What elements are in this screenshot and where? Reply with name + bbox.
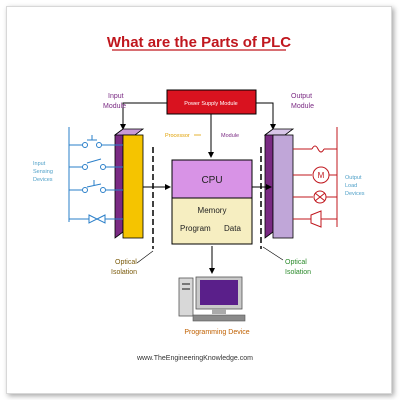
power-line-left [120,102,167,130]
output-module-label-2: Module [291,103,314,110]
cpu-block [171,159,253,199]
input-devices-label: Input [33,161,46,167]
output-devices-label-2: Load [345,183,357,189]
horn-icon [310,210,322,228]
motor-symbol-label: M [318,171,325,180]
output-module-side [264,128,274,239]
output-module-top [263,128,295,136]
programming-device-icon [178,276,246,322]
page-title: What are the Parts of PLC [107,34,291,51]
optical-isolation-left-label-2: Isolation [111,269,137,276]
cpu-label: CPU [201,175,222,186]
input-module-label-2: Module [103,103,126,110]
memory-label: Memory [198,206,227,215]
input-module [122,134,144,239]
output-devices [293,127,338,228]
optical-isolation-right-label-2: Isolation [285,269,311,276]
optical-pointer-left [136,250,154,264]
optical-isolation-right-label: Optical [285,259,307,266]
optical-isolation-left-label: Optical [115,259,137,266]
programming-device-label: Programming Device [184,329,249,336]
website-url: www.TheEngineeringKnowledge.com [136,355,253,362]
diagram-frame: What are the Parts of PLC Power Supply M… [6,6,392,394]
output-module [272,134,294,239]
plc-diagram: What are the Parts of PLC Power Supply M… [33,34,365,362]
optical-pointer-right [262,246,284,261]
input-module-top [113,128,145,136]
input-switches [68,127,123,224]
module-label: Module [221,133,239,139]
power-supply-label: Power Supply Module [184,101,238,107]
input-devices-label-3: Devices [33,177,53,183]
output-module-label: Output [291,93,312,100]
output-devices-label-3: Devices [345,191,365,197]
program-label: Program [180,224,211,233]
input-module-label: Input [108,93,124,100]
power-line-right [256,102,276,130]
input-devices-label-2: Sensing [33,169,53,175]
output-devices-label: Output [345,175,362,181]
data-label: Data [224,224,241,233]
processor-label: Processor [165,133,190,139]
memory-block [171,197,253,245]
